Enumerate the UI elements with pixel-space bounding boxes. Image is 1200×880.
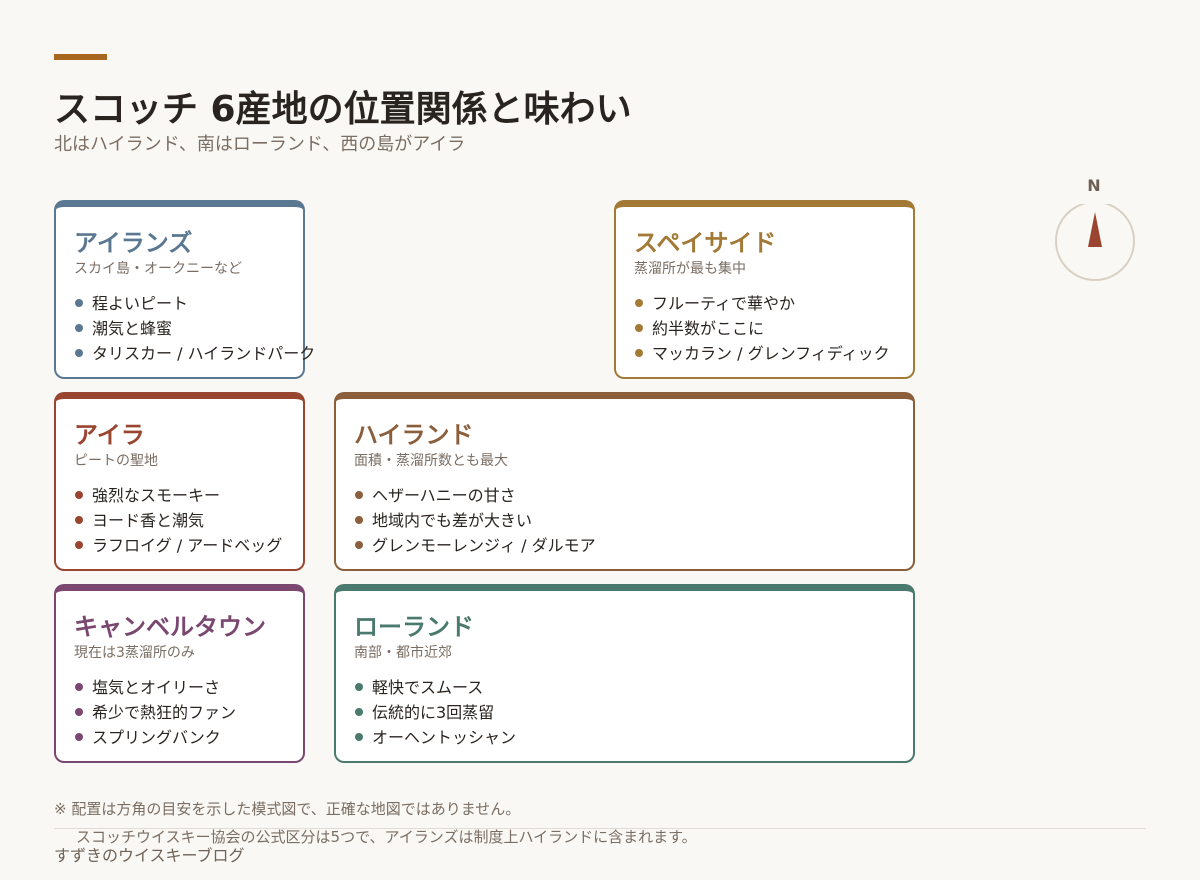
footnote-line-2: スコッチウイスキー協会の公式区分は5つで、アイランズは制度上ハイランドに含まれま… <box>76 828 697 846</box>
region-card-lowland: ローランド 南部・都市近郊 軽快でスムース 伝統的に3回蒸留 オーヘントッシャン <box>334 584 915 763</box>
bullet-dot <box>635 299 643 307</box>
compass-rose-icon <box>1055 204 1135 281</box>
region-points: ヘザーハニーの甘さ 地域内でも差が大きい グレンモーレンジィ / ダルモア <box>354 483 895 558</box>
list-item: 地域内でも差が大きい <box>354 508 895 533</box>
list-item: 約半数がここに <box>634 316 895 341</box>
region-tagline: 面積・蒸溜所数とも最大 <box>354 453 508 469</box>
region-name: アイラ <box>74 421 145 449</box>
footer-credit: すずきのウイスキーブログ <box>54 846 245 865</box>
region-name: スペイサイド <box>634 229 777 257</box>
list-item: マッカラン / グレンフィディック <box>634 341 895 366</box>
region-name: ハイランド <box>354 421 474 449</box>
list-item: 希少で熱狂的ファン <box>74 700 285 725</box>
region-card-highland: ハイランド 面積・蒸溜所数とも最大 ヘザーハニーの甘さ 地域内でも差が大きい グ… <box>334 392 915 571</box>
list-item: 潮気と蜂蜜 <box>74 316 285 341</box>
list-item: 塩気とオイリーさ <box>74 675 285 700</box>
region-name: キャンベルタウン <box>74 613 266 641</box>
bullet-dot <box>75 491 83 499</box>
list-item: ラフロイグ / アードベッグ <box>74 533 285 558</box>
footer-divider <box>54 828 1146 829</box>
bullet-dot <box>635 324 643 332</box>
region-tagline: 現在は3蒸溜所のみ <box>74 645 195 661</box>
bullet-dot <box>75 733 83 741</box>
list-item: グレンモーレンジィ / ダルモア <box>354 533 895 558</box>
region-points: 程よいピート 潮気と蜂蜜 タリスカー / ハイランドパーク <box>74 291 315 366</box>
list-item: スプリングバンク <box>74 725 285 750</box>
list-item: 軽快でスムース <box>354 675 895 700</box>
bullet-dot <box>635 349 643 357</box>
bullet-dot <box>355 491 363 499</box>
list-item: ヘザーハニーの甘さ <box>354 483 895 508</box>
title-accent-bar <box>54 54 107 60</box>
region-points: フルーティで華やか 約半数がここに マッカラン / グレンフィディック <box>634 291 895 366</box>
list-item: タリスカー / ハイランドパーク <box>74 341 315 366</box>
bullet-dot <box>355 516 363 524</box>
bullet-dot <box>75 299 83 307</box>
list-item: 伝統的に3回蒸留 <box>354 700 895 725</box>
region-tagline: ピートの聖地 <box>74 453 158 469</box>
bullet-dot <box>75 349 83 357</box>
bullet-dot <box>75 324 83 332</box>
bullet-dot <box>355 541 363 549</box>
list-item: フルーティで華やか <box>634 291 895 316</box>
region-points: 軽快でスムース 伝統的に3回蒸留 オーヘントッシャン <box>354 675 895 750</box>
region-name: アイランズ <box>74 229 193 257</box>
list-item: オーヘントッシャン <box>354 725 895 750</box>
compass-north-label: N <box>1087 176 1101 195</box>
region-tagline: 南部・都市近郊 <box>354 645 452 661</box>
list-item: ヨード香と潮気 <box>74 508 285 533</box>
footnote: ※ 配置は方角の目安を示した模式図で、正確な地図ではありません。 スコッチウイス… <box>54 795 697 851</box>
region-card-campbeltown: キャンベルタウン 現在は3蒸溜所のみ 塩気とオイリーさ 希少で熱狂的ファン スプ… <box>54 584 305 763</box>
region-points: 塩気とオイリーさ 希少で熱狂的ファン スプリングバンク <box>74 675 285 750</box>
bullet-dot <box>75 516 83 524</box>
region-card-speyside: スペイサイド 蒸溜所が最も集中 フルーティで華やか 約半数がここに マッカラン … <box>614 200 915 379</box>
region-points: 強烈なスモーキー ヨード香と潮気 ラフロイグ / アードベッグ <box>74 483 285 558</box>
list-item: 強烈なスモーキー <box>74 483 285 508</box>
list-item: 程よいピート <box>74 291 285 316</box>
region-name: ローランド <box>354 613 474 641</box>
bullet-dot <box>355 683 363 691</box>
region-card-islands: アイランズ スカイ島・オークニーなど 程よいピート 潮気と蜂蜜 タリスカー / … <box>54 200 315 379</box>
bullet-dot <box>355 708 363 716</box>
compass: N <box>1054 176 1136 286</box>
bullet-dot <box>75 683 83 691</box>
region-card-islay: アイラ ピートの聖地 強烈なスモーキー ヨード香と潮気 ラフロイグ / アードベ… <box>54 392 305 571</box>
bullet-dot <box>75 708 83 716</box>
bullet-dot <box>355 733 363 741</box>
bullet-dot <box>75 541 83 549</box>
page-title: スコッチ 6産地の位置関係と味わい <box>54 89 632 130</box>
region-tagline: スカイ島・オークニーなど <box>74 261 242 277</box>
region-tagline: 蒸溜所が最も集中 <box>634 261 746 277</box>
page-subtitle: 北はハイランド、南はローランド、西の島がアイラ <box>54 134 466 155</box>
footnote-line-1: ※ 配置は方角の目安を示した模式図で、正確な地図ではありません。 <box>54 800 521 818</box>
